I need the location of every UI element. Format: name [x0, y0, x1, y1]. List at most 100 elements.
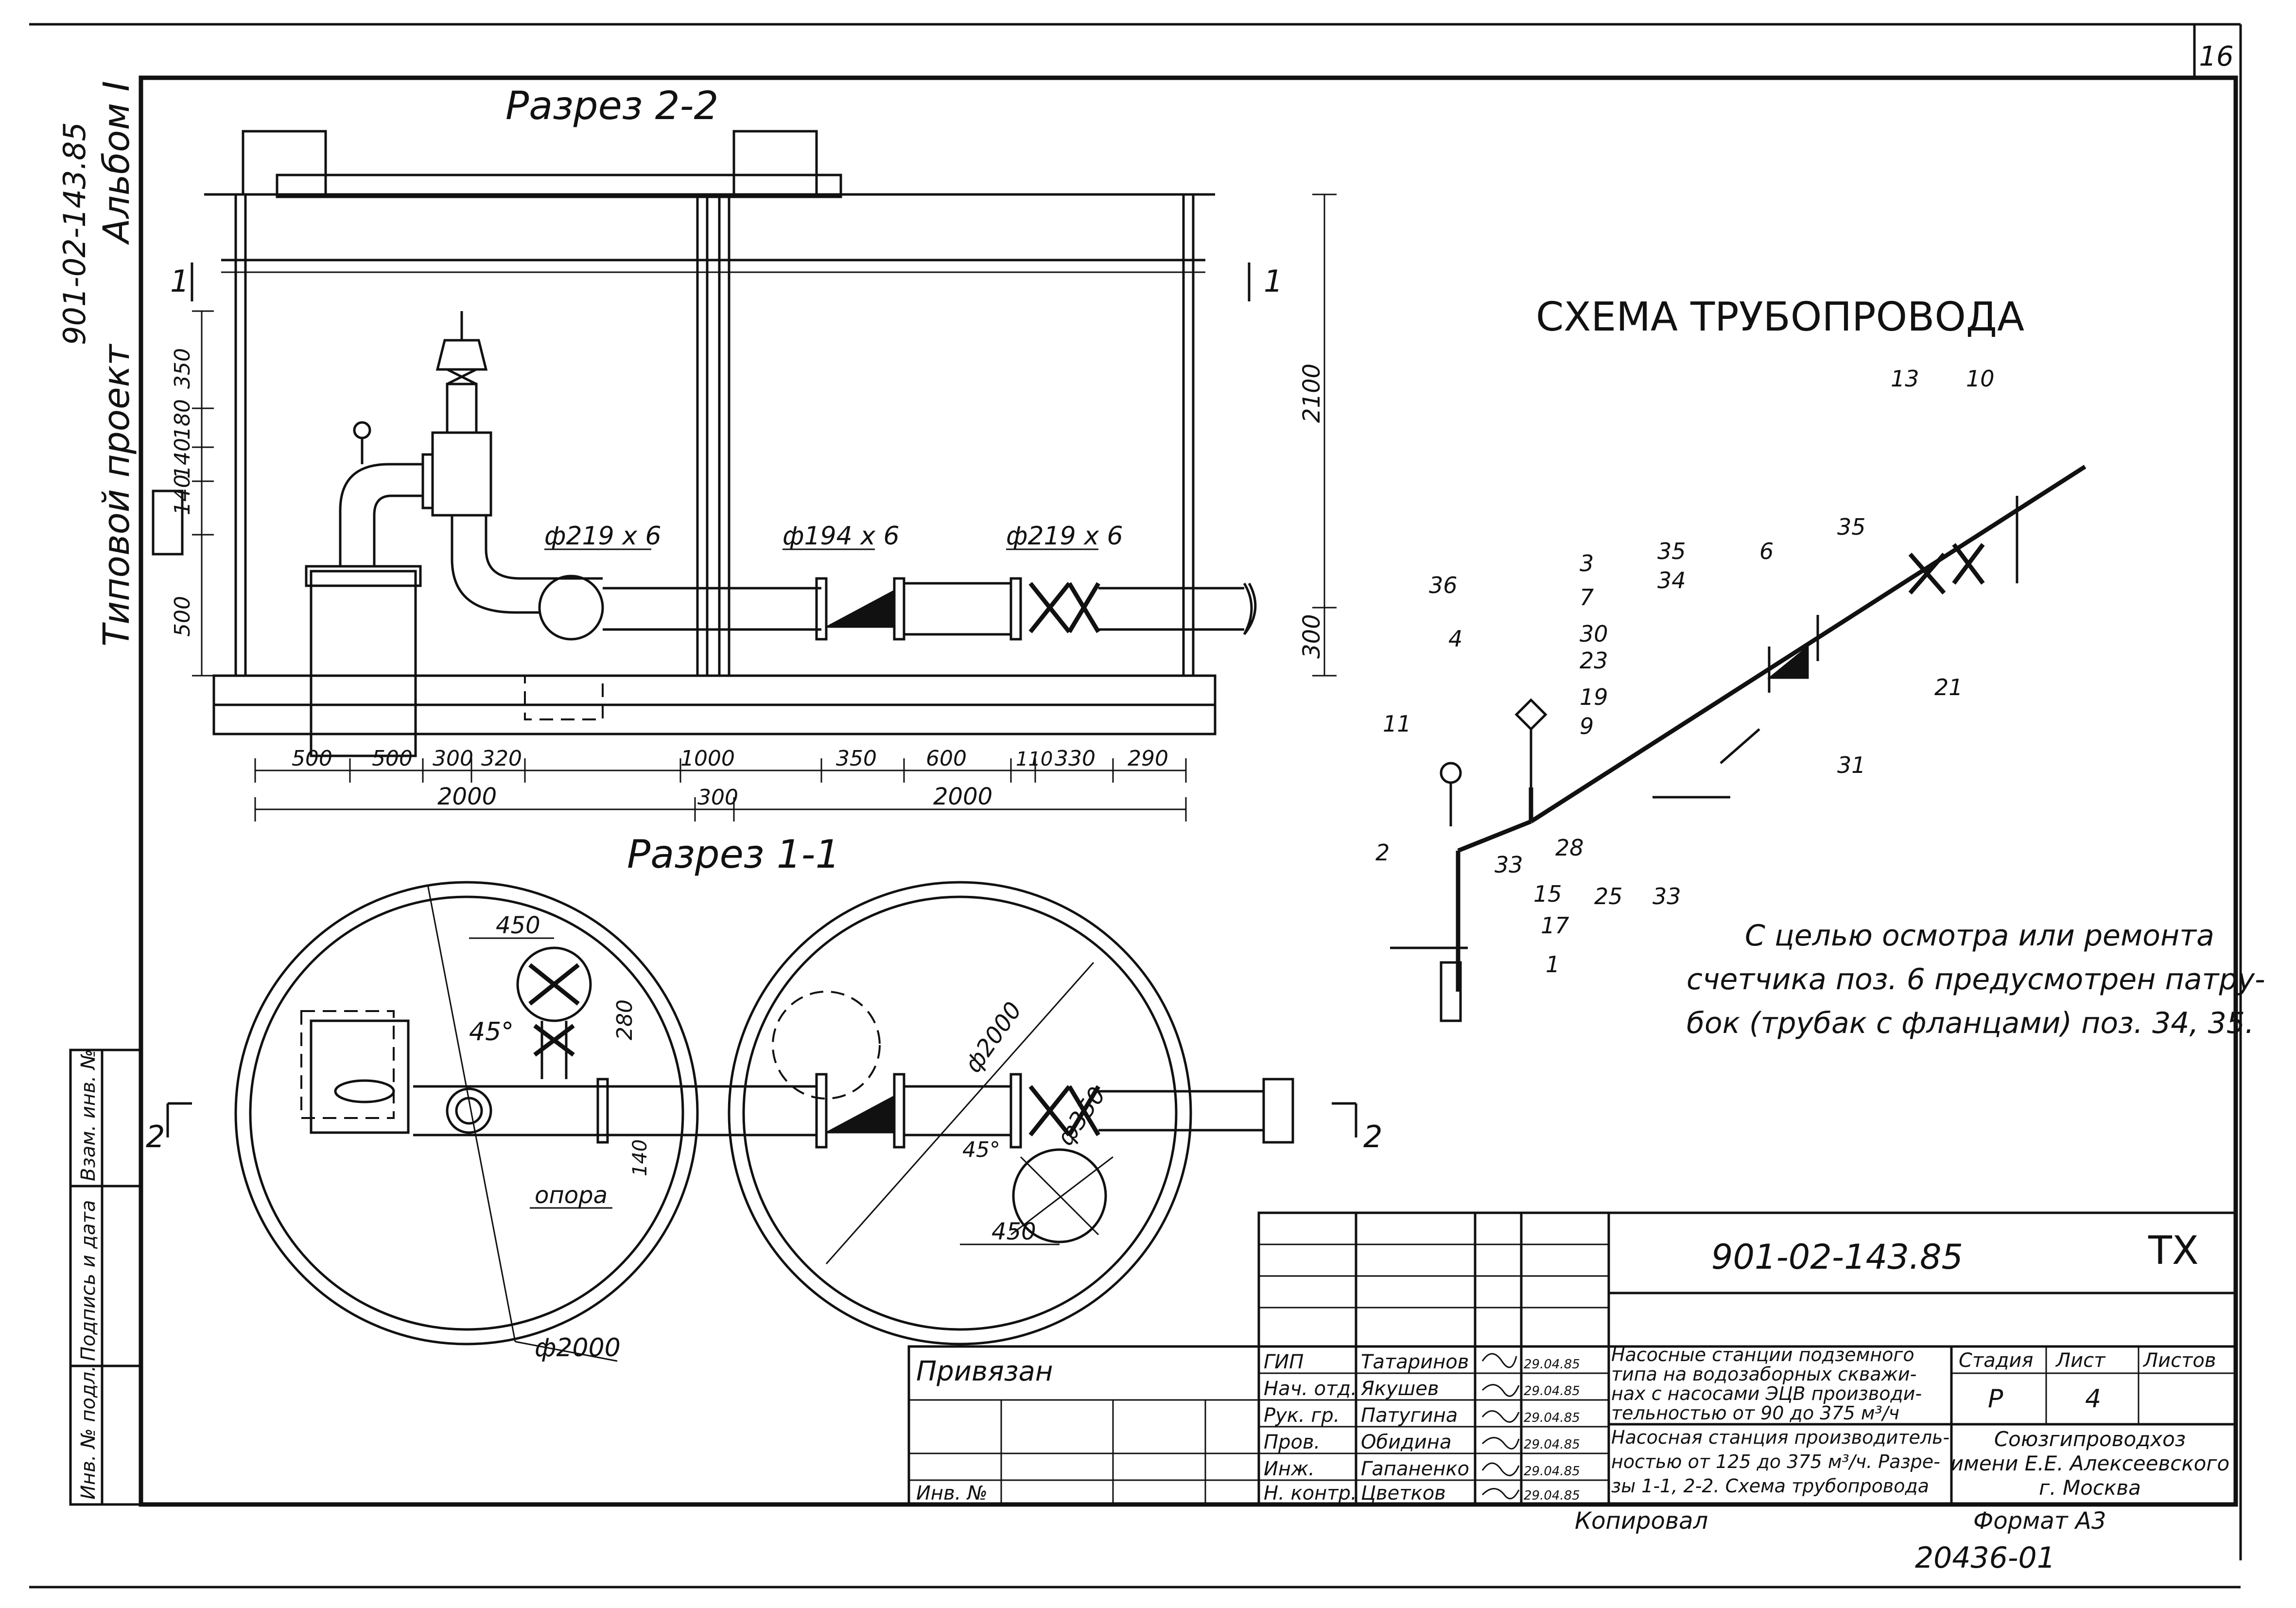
tb-date-2: 29.04.85 [1524, 1384, 1580, 1398]
tb-sheet: 4 [2085, 1384, 2101, 1414]
tb-sheets-header: Листов [2142, 1349, 2216, 1372]
pos-19: 19 [1580, 684, 1608, 710]
vdim-180: 180 [170, 399, 195, 440]
hdim-320: 320 [481, 746, 522, 771]
pos-15: 15 [1533, 881, 1562, 907]
cut-marker-2-right: 2 [1363, 1119, 1382, 1154]
pos-4: 4 [1448, 626, 1462, 652]
side-stamp: Инв. № подл. Подпись и дата Взам. инв. № [69, 1049, 142, 1506]
pos-28: 28 [1555, 835, 1584, 861]
tb-role-group: Рук. гр. [1264, 1404, 1340, 1427]
stamp-inv-label: Инв. № подл. [77, 1365, 100, 1500]
tb-role-eng: Инж. [1264, 1458, 1315, 1480]
pos-3: 3 [1580, 550, 1594, 577]
hdim-500a: 500 [292, 746, 332, 771]
pipe-label-219-left: ф219 х 6 [544, 522, 661, 551]
cut-marker-2-left: 2 [146, 1119, 165, 1154]
tb-role-head: Нач. отд. [1264, 1378, 1357, 1400]
scheme-note-line-2: счетчика поз. 6 предусмотрен патру- [1687, 962, 2265, 996]
side-titles: 901-02-143.85 Типовой проект Альбом I [57, 81, 138, 647]
tb-signatures: ГИП Нач. отд. Рук. гр. Пров. Инж. Н. кон… [1264, 1351, 1580, 1504]
vdim-2100: 2100 [1298, 364, 1325, 423]
stamp-replace-label: Взам. инв. № [77, 1049, 100, 1181]
pos-7: 7 [1580, 584, 1594, 611]
tb-desc2-line3: зы 1-1, 2-2. Схема трубопровода [1611, 1475, 1929, 1497]
pos-33-left: 33 [1495, 852, 1523, 878]
scheme-note-line-3: бок (трубак с фланцами) поз. 34, 35. [1687, 1006, 2254, 1040]
tb-name-5: Гапаненко [1361, 1458, 1469, 1480]
scheme-title: СХЕМА ТРУБОПРОВОДА [1536, 294, 2024, 340]
tb-code: 901-02-143.85 [1711, 1237, 1963, 1277]
tb-sheet-header: Лист [2055, 1349, 2106, 1372]
pos-35-left: 35 [1657, 538, 1686, 564]
stamp-sign-label: Подпись и дата [77, 1200, 100, 1361]
pos-21: 21 [1934, 674, 1963, 700]
footer-copied: Копировал [1575, 1507, 1708, 1535]
tb-date-3: 29.04.85 [1524, 1411, 1580, 1425]
hdim-500b: 500 [372, 746, 413, 771]
pos-1: 1 [1546, 951, 1560, 978]
plan-dim-140: 140 [629, 1139, 651, 1176]
tb-stage-header: Стадия [1959, 1349, 2033, 1372]
tb-name-6: Цветков [1361, 1482, 1446, 1504]
tb-inv-label: Инв. № [916, 1482, 988, 1504]
tb-role-gip: ГИП [1264, 1351, 1304, 1373]
tb-org-line1: Союзгипроводхоз [1994, 1427, 2186, 1451]
pos-25: 25 [1594, 883, 1623, 909]
tb-stage: Р [1988, 1384, 2003, 1414]
tb-desc1-line1: Насосные станции подземного [1611, 1344, 1914, 1365]
tb-date-4: 29.04.85 [1524, 1437, 1580, 1452]
tb-desc1-line4: тельностью от 90 до 375 м³/ч [1611, 1402, 1899, 1424]
cut-marker-1-left: 1 [170, 263, 189, 299]
pos-31: 31 [1837, 752, 1866, 778]
pos-10: 10 [1966, 366, 1995, 392]
hdim-600: 600 [926, 746, 967, 771]
hdim-1000: 1000 [680, 746, 735, 771]
side-album: Альбом I [96, 81, 138, 245]
plan-angle-45-left: 45° [469, 1017, 514, 1047]
vdim-500: 500 [170, 596, 195, 637]
vdim-140a: 140 [170, 438, 195, 479]
hdim-330: 330 [1055, 746, 1096, 771]
tb-org-line3: г. Москва [2039, 1476, 2141, 1500]
pos-9: 9 [1580, 713, 1594, 739]
section-1-1: Разрез 1-1 [146, 832, 1382, 1363]
pos-6: 6 [1759, 538, 1774, 564]
pos-23: 23 [1580, 647, 1608, 674]
pos-35-right: 35 [1837, 514, 1866, 540]
tb-desc2-line2: ностью от 125 до 375 м³/ч. Разре- [1611, 1451, 1940, 1472]
tb-name-4: Обидина [1361, 1431, 1451, 1453]
pos-11: 11 [1383, 711, 1411, 737]
cut-marker-1-right: 1 [1264, 263, 1283, 299]
tb-name-2: Якушев [1360, 1378, 1439, 1400]
tb-desc2-line1: Насосная станция производитель- [1611, 1427, 1949, 1448]
tb-bound-label: Привязан [916, 1356, 1053, 1387]
plan-dim-280: 280 [612, 999, 637, 1040]
hdim-2000-right: 2000 [933, 783, 992, 810]
pipeline-scheme: СХЕМА ТРУБОПРОВОДА 36 4 11 2 3 7 [1375, 294, 2265, 1040]
hdim-300-mid: 300 [697, 785, 738, 810]
tb-desc1-line3: нах с насосами ЭЦВ производи- [1611, 1383, 1922, 1404]
footer-order: 20436-01 [1915, 1541, 2055, 1575]
tb-date-1: 29.04.85 [1524, 1357, 1580, 1372]
section-2-2: Разрез 2-2 [152, 83, 1337, 821]
pos-13: 13 [1891, 366, 1919, 392]
tb-name-1: Татаринов [1361, 1351, 1469, 1373]
hdim-2000-left: 2000 [437, 783, 497, 810]
vdim-350: 350 [170, 348, 195, 389]
section22-title: Разрез 2-2 [505, 83, 718, 128]
plan-dia-350: ф350 [1052, 1082, 1111, 1151]
scheme-note-line-1: С целью осмотра или ремонта [1745, 919, 2214, 953]
hdim-300: 300 [433, 746, 473, 771]
plan-dim-450-bottom: 450 [991, 1218, 1036, 1245]
title-block: 901-02-143.85 ТХ Привязан Инв. № ГИП Нач… [907, 1211, 2237, 1506]
pos-36: 36 [1429, 572, 1458, 598]
tb-role-control: Н. контр. [1264, 1482, 1357, 1504]
pos-34: 34 [1657, 567, 1686, 594]
plan-dia-2000-right: ф2000 [959, 997, 1027, 1078]
pos-30: 30 [1580, 621, 1608, 647]
hdim-110: 110 [1016, 748, 1053, 770]
footer-format: Формат А3 [1973, 1507, 2106, 1535]
plan-angle-45-right: 45° [962, 1137, 1000, 1162]
